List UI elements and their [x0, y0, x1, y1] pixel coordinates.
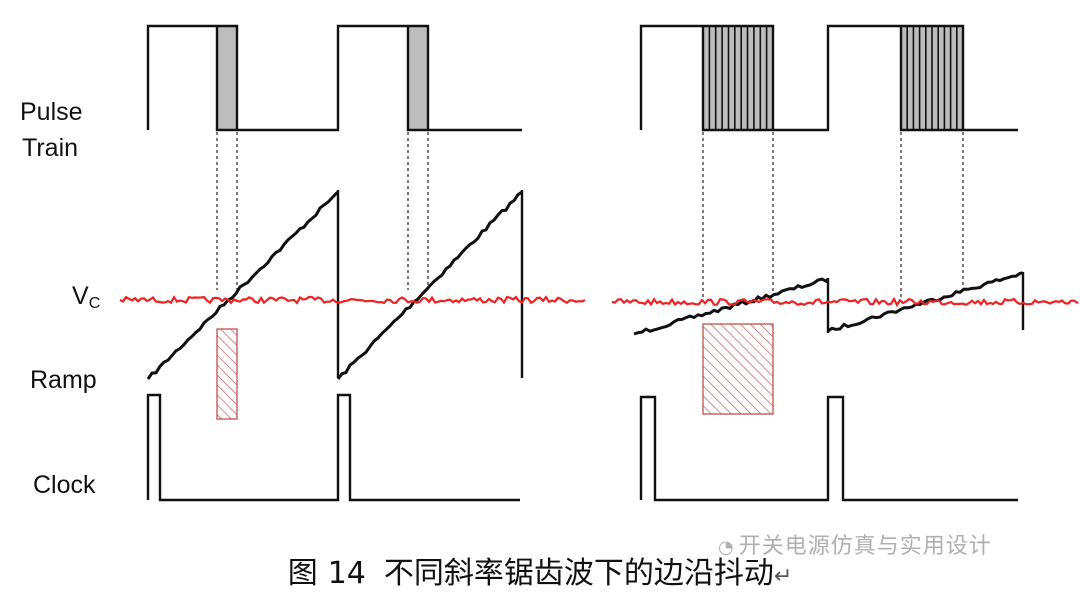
jitter-band-left-1 [217, 26, 237, 130]
caption-number: 14 [327, 556, 366, 591]
ramp-segment-right-1 [633, 277, 830, 336]
pulse-waveform-right [639, 24, 1018, 132]
ramp-segment-left-1 [146, 190, 339, 380]
jitter-box-right [702, 323, 774, 415]
label-clock: Clock [33, 471, 96, 499]
pulse-train-left [146, 24, 522, 132]
jitter-band-right-1 [703, 26, 773, 130]
projection-lines-left [216, 132, 429, 290]
label-ramp: Ramp [30, 366, 97, 394]
pulse-waveform-left [146, 24, 522, 132]
clock-waveform-right [639, 395, 1018, 502]
threshold-line-left [119, 295, 586, 305]
label-vc-sub: C [88, 295, 101, 312]
jitter-box-left [216, 328, 238, 420]
projection-lines-right [702, 132, 964, 300]
ramp-segment-right-2 [827, 271, 1024, 333]
watermark: ◔开关电源仿真与实用设计 [718, 528, 992, 560]
wechat-icon: ◔ [718, 537, 735, 558]
caption-text: 不同斜率锯齿波下的边沿抖动 [383, 556, 774, 591]
label-vc: VC [72, 284, 100, 312]
ramp-left [146, 190, 524, 380]
label-pulse: Pulse [20, 98, 83, 126]
ramp-segment-left-2 [336, 190, 523, 380]
figure-caption: 图 14 不同斜率锯齿波下的边沿抖动↵ [0, 548, 1080, 592]
clock-waveform-left [146, 393, 520, 502]
threshold-line-right [611, 296, 1079, 308]
ramp-right [633, 271, 1025, 336]
jitter-band-left-2 [408, 26, 428, 130]
caption-prefix: 图 [287, 556, 318, 591]
label-vc-main: V [72, 282, 89, 310]
pulse-train-right [639, 24, 1018, 132]
return-mark-icon: ↵ [773, 564, 793, 589]
label-train: Train [22, 134, 79, 162]
watermark-text: 开关电源仿真与实用设计 [738, 534, 992, 559]
